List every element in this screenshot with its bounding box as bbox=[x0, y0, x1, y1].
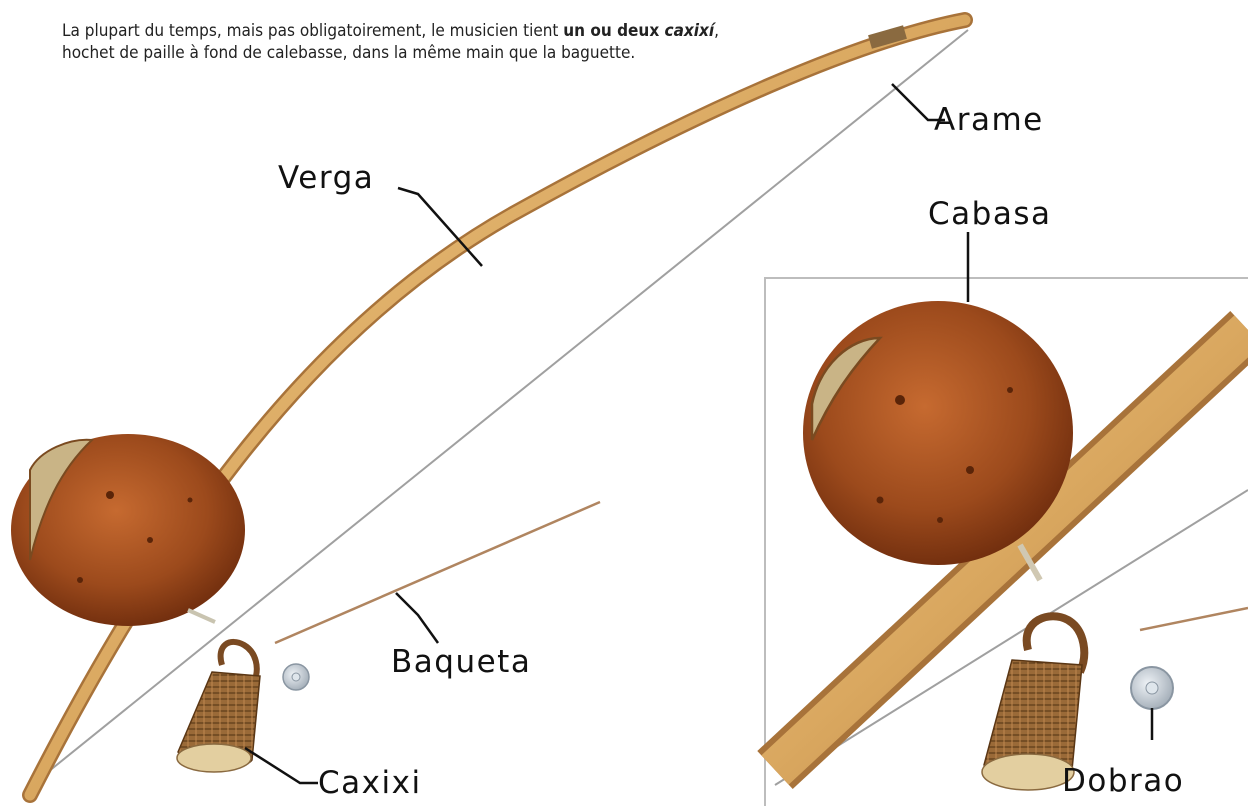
baqueta-stick bbox=[275, 502, 600, 643]
label-caxixi: Caxixi bbox=[318, 765, 422, 801]
cabasa-gourd-large bbox=[803, 301, 1073, 565]
verga-tip-binding bbox=[870, 32, 905, 42]
caxixi-leader bbox=[245, 748, 318, 783]
baqueta-leader bbox=[396, 593, 438, 643]
cabasa-gourd-small bbox=[11, 434, 245, 626]
label-verga: Verga bbox=[278, 160, 374, 196]
gourd-tie bbox=[188, 610, 215, 622]
caxixi-rattle bbox=[177, 642, 260, 772]
dobrao-coin-small bbox=[283, 664, 309, 690]
dobrao-coin-large bbox=[1131, 667, 1173, 709]
detail-inset bbox=[765, 278, 1248, 806]
label-dobrao: Dobrao bbox=[1062, 763, 1184, 799]
label-cabasa: Cabasa bbox=[928, 196, 1051, 232]
label-arame: Arame bbox=[934, 102, 1044, 138]
label-baqueta: Baqueta bbox=[391, 644, 531, 680]
